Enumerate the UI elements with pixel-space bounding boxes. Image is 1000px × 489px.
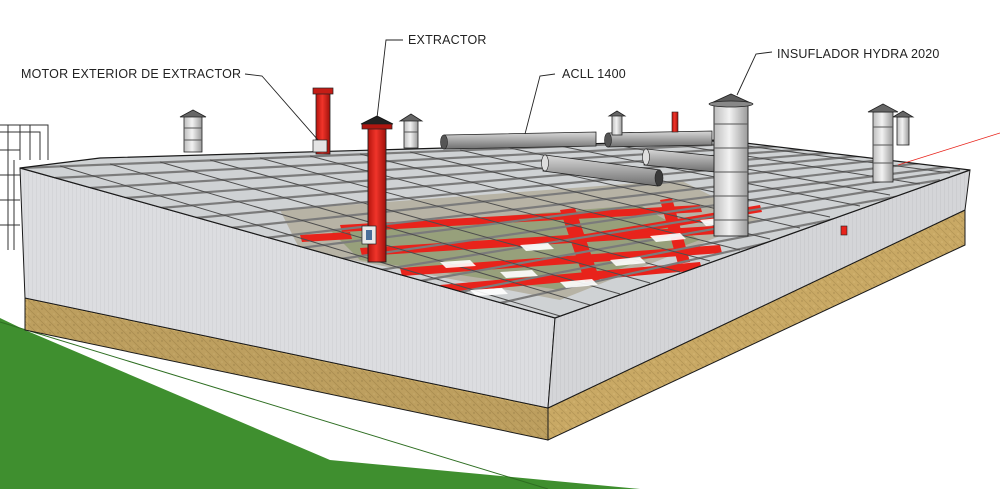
wall-red-marker bbox=[840, 225, 848, 236]
callout-leader-lines bbox=[244, 39, 773, 141]
callout-motor-exterior: MOTOR EXTERIOR DE EXTRACTOR bbox=[21, 67, 242, 81]
acll-unit-3 bbox=[541, 154, 664, 187]
small-chimney-2 bbox=[398, 113, 424, 149]
insuflador-right bbox=[867, 103, 899, 183]
small-chimney-3 bbox=[607, 110, 627, 136]
callout-extractor: EXTRACTOR bbox=[408, 33, 487, 47]
callout-acll-1400: ACLL 1400 bbox=[562, 67, 626, 81]
callout-insuflador-hydra: INSUFLADOR HYDRA 2020 bbox=[777, 47, 940, 61]
acll-unit-1 bbox=[440, 131, 597, 150]
acll-1400-units bbox=[440, 130, 717, 187]
red-axis-line bbox=[897, 132, 1000, 166]
extractor-main bbox=[360, 115, 394, 263]
small-chimney-1 bbox=[179, 109, 207, 153]
insuflador-hydra-2020 bbox=[708, 93, 754, 237]
motor-box bbox=[312, 139, 328, 153]
small-chimney-4 bbox=[891, 110, 915, 146]
small-red-pipe bbox=[671, 111, 679, 133]
extractor-motor-unit bbox=[312, 87, 334, 155]
left-scaffold-structure bbox=[0, 124, 49, 250]
grass-ground bbox=[0, 318, 640, 489]
